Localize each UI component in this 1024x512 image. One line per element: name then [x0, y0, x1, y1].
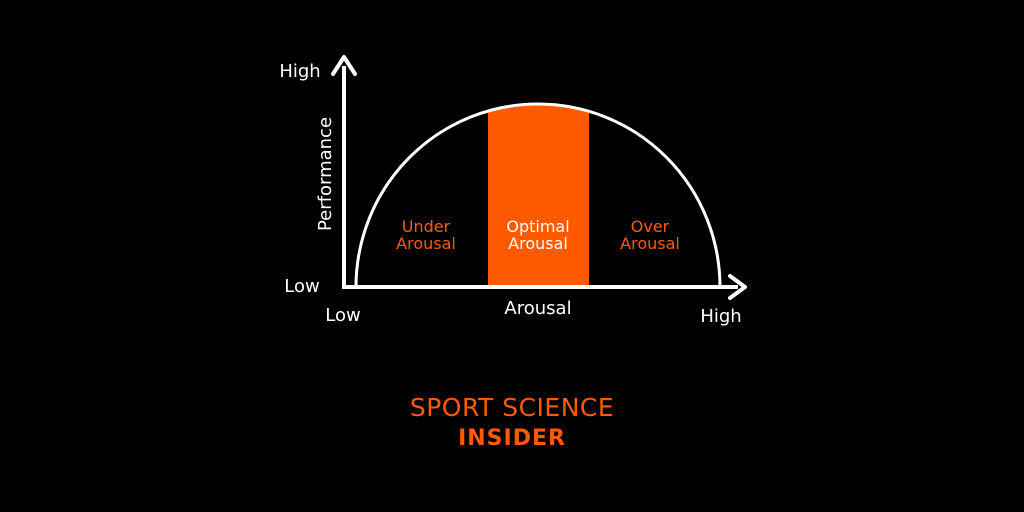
zone-over-label-line1: Over: [631, 217, 670, 236]
inverted-u-curve: [354, 102, 722, 288]
x-axis-title: Arousal: [504, 298, 571, 319]
zone-optimal-label-line1: Optimal: [506, 217, 569, 236]
optimal-zone-band: [488, 104, 589, 287]
zone-under-label-line1: Under: [402, 217, 451, 236]
y-axis-low-label: Low: [284, 276, 319, 297]
brand-subtitle: INSIDER: [458, 426, 566, 451]
x-axis-arrow-icon: [728, 274, 747, 300]
y-axis-arrow-icon: [331, 55, 357, 76]
zone-over-label-line2: Arousal: [620, 234, 680, 253]
x-axis-low-label: Low: [325, 305, 360, 326]
zone-optimal-label-line2: Arousal: [508, 234, 568, 253]
y-axis-title: Performance: [315, 117, 336, 231]
brand-title: SPORT SCIENCE: [409, 393, 615, 422]
y-axis-high-label: High: [279, 61, 320, 82]
zone-under-label-line2: Arousal: [396, 234, 456, 253]
x-axis-high-label: High: [700, 306, 741, 327]
